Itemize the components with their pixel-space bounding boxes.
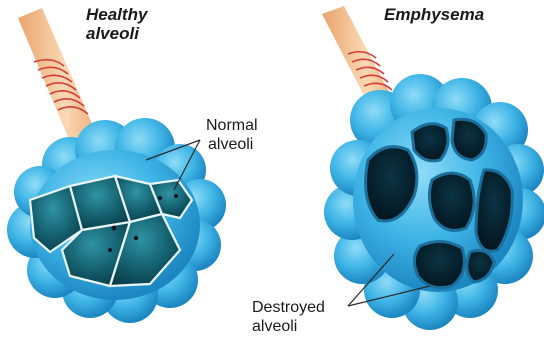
healthy-title-line1: Healthy: [86, 5, 176, 24]
destroyed-label-line2: alveoli: [252, 317, 325, 336]
destroyed-label-line1: Destroyed: [252, 298, 325, 317]
normal-label-line1: Normal: [206, 116, 258, 135]
healthy-alveoli-illustration: [7, 8, 226, 323]
healthy-alveoli-title: Healthy alveoli: [86, 5, 176, 43]
emphysema-alveoli-illustration: [322, 6, 544, 330]
emphysema-title: Emphysema: [384, 5, 484, 24]
destroyed-alveoli-label: Destroyed alveoli: [252, 298, 325, 336]
normal-label-line2: alveoli: [206, 135, 258, 154]
healthy-title-line2: alveoli: [86, 24, 176, 43]
normal-alveoli-label: Normal alveoli: [206, 116, 258, 154]
